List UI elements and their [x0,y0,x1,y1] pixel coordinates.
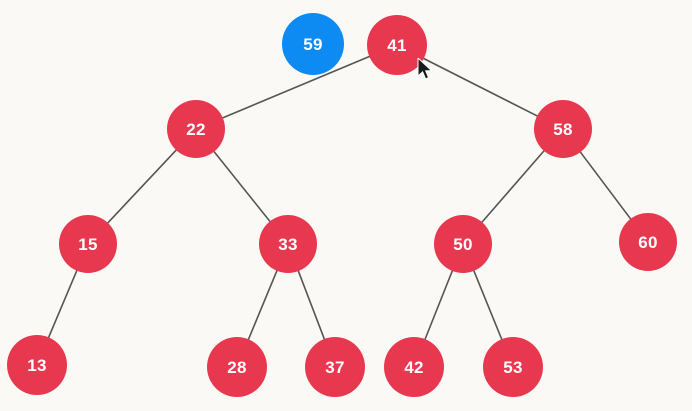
tree-node-58[interactable]: 58 [534,100,592,158]
tree-node-22[interactable]: 22 [167,100,225,158]
tree-node-label: 59 [303,34,323,54]
tree-node-label: 53 [503,357,523,377]
tree-edge [423,268,454,342]
tree-node-60[interactable]: 60 [619,213,677,271]
tree-node-label: 28 [227,357,247,377]
tree-node-53[interactable]: 53 [483,337,543,397]
tree-edge [47,268,79,340]
tree-edge [421,56,540,118]
tree-edge [578,150,633,221]
tree-node-label: 33 [278,234,298,254]
tree-node-28[interactable]: 28 [207,337,267,397]
tree-node-50[interactable]: 50 [434,215,492,273]
edge-group [47,55,633,342]
tree-node-label: 22 [186,119,206,139]
tree-edge [105,148,179,225]
tree-node-label: 60 [638,232,658,252]
tree-edge [220,55,372,120]
tree-edge [246,268,279,342]
tree-edge [480,148,546,225]
tree-node-label: 41 [387,35,407,55]
tree-node-label: 13 [27,355,47,375]
tree-node-15[interactable]: 15 [59,215,117,273]
tree-edge [212,149,272,224]
tree-node-label: 42 [404,357,424,377]
tree-node-42[interactable]: 42 [384,337,444,397]
tree-node-37[interactable]: 37 [305,337,365,397]
tree-node-label: 15 [78,234,98,254]
tree-node-label: 37 [325,357,345,377]
tree-node-33[interactable]: 33 [259,215,317,273]
tree-node-label: 58 [553,119,573,139]
tree-edge [296,268,326,342]
tree-node-41[interactable]: 41 [367,15,427,75]
tree-node-59[interactable]: 59 [282,13,344,75]
tree-node-label: 50 [453,234,473,254]
tree-node-13[interactable]: 13 [7,335,67,395]
tree-edge [472,268,504,342]
